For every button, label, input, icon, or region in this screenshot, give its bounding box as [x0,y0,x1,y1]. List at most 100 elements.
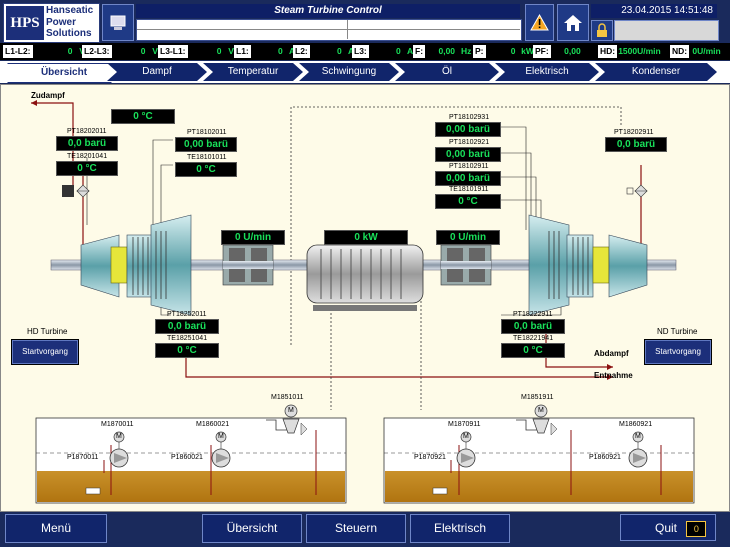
meter-l3-current: L3:0 A [352,45,414,58]
pt18102921-display: 0,00 barü [435,147,501,162]
tab-temperatur[interactable]: Temperatur [203,63,303,81]
tag-m1870911: M1870911 [448,421,481,428]
hd-temperature-display: 0 °C [111,109,175,124]
tab-uebersicht[interactable]: Übersicht [7,63,121,83]
pt18102011-display: 0,00 barü [175,137,237,152]
meter-l2-l3: L2-L3:0 V [82,45,158,58]
tag-pt18202911: PT18202911 [614,129,654,136]
meter-nd-speed: ND:0U/min [670,45,721,58]
meter-power: P:0 kW [473,45,534,58]
motor-symbol-3: M [288,407,294,414]
nd-speed-display: 0 U/min [436,230,500,245]
logo-line-2: Power [46,16,77,28]
user-field [614,20,719,41]
tag-pt18102011: PT18102011 [187,129,227,136]
tag-m1851011: M1851011 [271,394,304,401]
tag-p1870011: P1870011 [67,454,99,461]
generator [306,244,424,311]
tag-pt18102921: PT18102921 [449,139,490,146]
tag-m1860021: M1860021 [196,421,230,428]
pump-p1860921-icon [628,431,648,468]
tag-pt18202011: PT18202011 [67,128,107,135]
control-button[interactable]: Steuern [306,514,406,543]
pump-p1870011-icon [109,431,129,468]
tab-schwingung[interactable]: Schwingung [299,63,399,81]
tag-te18201041: TE18201041 [67,153,108,160]
tag-m1870011: M1870011 [101,421,134,428]
hd-speed-display: 0 U/min [221,230,285,245]
motor-symbol-4: M [463,433,469,440]
label-entnahme: Entnahme [594,371,633,380]
te18201041-display: 0 °C [56,161,118,176]
hd-inlet-valve-icon [62,184,90,198]
plant-overview: M M M M M M Zudampf Abdampf Entnahme 0 °… [0,84,730,512]
electrical-button[interactable]: Elektrisch [410,514,510,543]
tag-p1860921: P1860921 [589,454,621,461]
meter-hd-speed: HD:1500U/min [598,45,661,58]
logo-line-1: Hanseatic [46,5,94,16]
hd-coupling [222,244,274,286]
te18251041-display: 0 °C [155,343,219,358]
nd-start-button[interactable]: Startvorgang [644,339,712,365]
motor-symbol-6: M [635,433,641,440]
tab-elektrisch[interactable]: Elektrisch [495,63,599,81]
tag-te18221941: TE18221941 [513,335,554,342]
label-nd-turbine: ND Turbine [657,327,698,336]
pt18202011-display: 0,0 barü [56,136,118,151]
lock-icon [597,23,607,37]
tab-kondenser[interactable]: Kondenser [595,63,717,81]
overview-button[interactable]: Übersicht [202,514,302,543]
nd-coupling [440,244,492,286]
pt18252011-display: 0,0 barü [155,319,219,334]
label-hd-turbine: HD Turbine [27,327,68,336]
meter-power-factor: PF:0,00 [533,45,581,58]
label-zudampf: Zudampf [31,91,65,100]
clock-display: 23.04.2015 14:51:48 [591,4,717,18]
process-diagram [31,100,695,504]
meter-l1-l2: L1-L2:0 V [3,45,85,58]
agitator-m1851011-icon [282,404,308,436]
tag-m1860921: M1860921 [619,421,653,428]
label-abdampf: Abdampf [594,349,629,358]
meter-l2-current: L2:0 A [293,45,354,58]
tag-te18101011: TE18101011 [187,154,227,161]
quit-counter: 0 [686,520,707,537]
bottom-navigation: Menü Übersicht Steuern Elektrisch Quit 0 [0,512,730,547]
tag-te18101911: TE18101911 [449,186,489,193]
navigation-tabs: Übersicht Dampf Temperatur Schwingung Öl… [0,61,730,83]
lock-button[interactable] [591,20,613,41]
te18101011-display: 0 °C [175,162,237,177]
window-title: Steam Turbine Control [136,4,520,18]
tag-pt18102911: PT18102911 [449,163,489,170]
home-button[interactable] [557,4,589,41]
tag-pt18252011: PT18252011 [167,311,207,318]
pt18102911-display: 0,00 barü [435,171,501,186]
pt18202911-display: 0,0 barü [605,137,667,152]
motor-symbol-5: M [538,407,544,414]
nd-turbine [528,214,648,316]
te18221941-display: 0 °C [501,343,565,358]
alarm-button[interactable] [525,4,554,41]
meter-frequency: F:0,00 Hz [413,45,472,58]
electrical-meter-strip: L1-L2:0 V L2-L3:0 V L3-L1:0 V L1:0 A L2:… [0,43,730,60]
tab-dampf[interactable]: Dampf [107,63,207,81]
tag-pt18222911: PT18222911 [513,311,553,318]
monitor-button[interactable] [102,4,134,41]
pump-p1870921-icon [456,431,476,468]
pump-p1860021-icon [211,431,231,468]
meter-l3-l1: L3-L1:0 V [158,45,234,58]
menu-button[interactable]: Menü [5,514,107,543]
hd-start-button[interactable]: Startvorgang [11,339,79,365]
tab-oel[interactable]: Öl [395,63,499,81]
pt18102931-display: 0,00 barü [435,122,501,137]
tag-p1870921: P1870921 [414,454,446,461]
message-grid [136,19,522,41]
quit-button[interactable]: Quit 0 [620,514,716,541]
quit-label: Quit [655,521,678,535]
home-icon [564,15,582,31]
te18101911-display: 0 °C [435,194,501,209]
motor-symbol-2: M [218,433,224,440]
tag-m1851911: M1851911 [521,394,554,401]
generator-power-display: 0 kW [324,230,408,245]
motor-symbol-1: M [116,433,122,440]
